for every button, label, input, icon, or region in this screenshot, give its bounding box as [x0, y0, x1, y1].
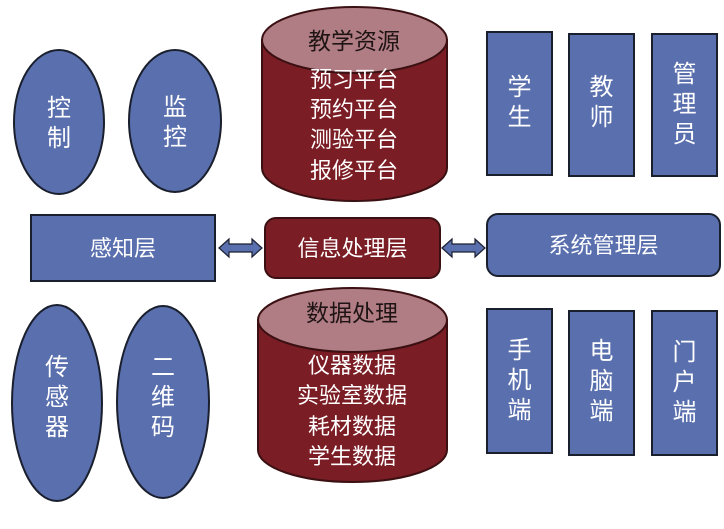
label-char: 手	[508, 336, 532, 364]
label-char: 脑	[590, 367, 614, 395]
cylinder-item: 学生数据	[308, 445, 396, 470]
mobile-client-box: 手机端	[486, 308, 553, 454]
administrator-label: 管理员	[673, 60, 697, 148]
label-char: 器	[45, 413, 69, 441]
label-char: 制	[47, 124, 71, 152]
cylinder-item: 仪器数据	[308, 354, 396, 379]
teacher-box: 教师	[568, 33, 635, 177]
teaching-resources-cylinder-body	[261, 39, 448, 202]
label-char: 维	[151, 383, 175, 411]
label-char: 感	[45, 383, 69, 411]
pc-client-label: 电脑端	[590, 337, 614, 425]
label-char: 端	[508, 396, 532, 424]
arrow-processing-management	[441, 237, 486, 259]
portal-client-box: 门户端	[651, 310, 718, 456]
double-arrow-icon	[441, 237, 486, 259]
label-char: 控	[163, 123, 187, 151]
label-char: 机	[508, 366, 532, 394]
data-processing-title: 数据处理	[306, 301, 398, 327]
label-char: 二	[151, 353, 175, 381]
control-ellipse: 控制	[13, 49, 105, 195]
portal-client-label: 门户端	[673, 338, 697, 426]
administrator-box: 管理员	[651, 33, 718, 177]
label-char: 传	[45, 353, 69, 381]
label-char: 监	[163, 93, 187, 121]
label-char: 控	[47, 94, 71, 122]
label-char: 门	[673, 338, 697, 366]
student-label: 学生	[508, 73, 532, 131]
label-char: 学	[508, 73, 532, 101]
qr-code-label: 二维码	[151, 353, 175, 441]
student-box: 学生	[486, 31, 553, 176]
student-box-shape	[486, 31, 553, 176]
data-processing-cylinder: 数据处理 仪器数据 实验室数据 耗材数据 学生数据	[257, 287, 448, 483]
monitor-ellipse: 监控	[128, 49, 222, 193]
teacher-label: 教师	[590, 73, 614, 131]
monitor-ellipse-shape	[128, 49, 222, 193]
monitor-label: 监控	[163, 93, 187, 151]
management-layer-shape	[486, 213, 721, 277]
data-processing-cylinder-cap	[257, 287, 448, 353]
label-char: 师	[590, 103, 614, 131]
arrow-perception-processing	[218, 237, 263, 259]
pc-client-box-shape	[568, 310, 635, 456]
management-layer: 系统管理层	[486, 213, 721, 277]
double-arrow-icon	[218, 237, 263, 259]
administrator-box-shape	[651, 33, 718, 177]
label-char: 教	[590, 73, 614, 101]
perception-layer-shape	[30, 214, 216, 282]
label-char: 端	[673, 398, 697, 426]
mobile-client-label: 手机端	[508, 336, 532, 424]
teaching-resources-cylinder: 教学资源 预习平台 预约平台 测验平台 报修平台	[261, 6, 448, 202]
teaching-resources-cylinder-cap	[261, 6, 448, 74]
pc-client-box: 电脑端	[568, 310, 635, 456]
portal-client-box-shape	[651, 310, 718, 456]
management-layer-label: 系统管理层	[548, 234, 658, 259]
qr-code-ellipse-shape	[116, 305, 210, 499]
label-char: 员	[673, 120, 697, 148]
data-processing-cylinder-body	[257, 319, 448, 483]
perception-layer-label: 感知层	[90, 237, 156, 262]
teaching-resources-title: 教学资源	[308, 29, 400, 55]
cylinder-item: 预习平台	[310, 68, 398, 93]
processing-layer-label: 信息处理层	[297, 237, 407, 262]
processing-layer: 信息处理层	[264, 217, 441, 279]
label-char: 端	[590, 397, 614, 425]
control-label: 控制	[47, 94, 71, 152]
label-char: 生	[508, 103, 532, 131]
control-ellipse-shape	[13, 49, 105, 195]
label-char: 管	[673, 60, 697, 88]
cylinder-item: 耗材数据	[308, 415, 396, 440]
cylinder-item: 报修平台	[310, 159, 398, 184]
sensor-ellipse: 传感器	[11, 304, 103, 502]
cylinder-item: 预约平台	[310, 98, 398, 123]
label-char: 电	[590, 337, 614, 365]
qr-code-ellipse: 二维码	[116, 305, 210, 499]
label-char: 理	[673, 90, 697, 118]
processing-layer-shape	[264, 217, 441, 279]
sensor-ellipse-shape	[11, 304, 103, 502]
mobile-client-box-shape	[486, 308, 553, 454]
label-char: 户	[673, 368, 697, 396]
cylinder-item: 测验平台	[310, 128, 398, 153]
perception-layer: 感知层	[30, 214, 216, 282]
sensor-label: 传感器	[45, 353, 69, 441]
label-char: 码	[151, 413, 175, 441]
teacher-box-shape	[568, 33, 635, 177]
cylinder-item: 实验室数据	[297, 384, 407, 409]
